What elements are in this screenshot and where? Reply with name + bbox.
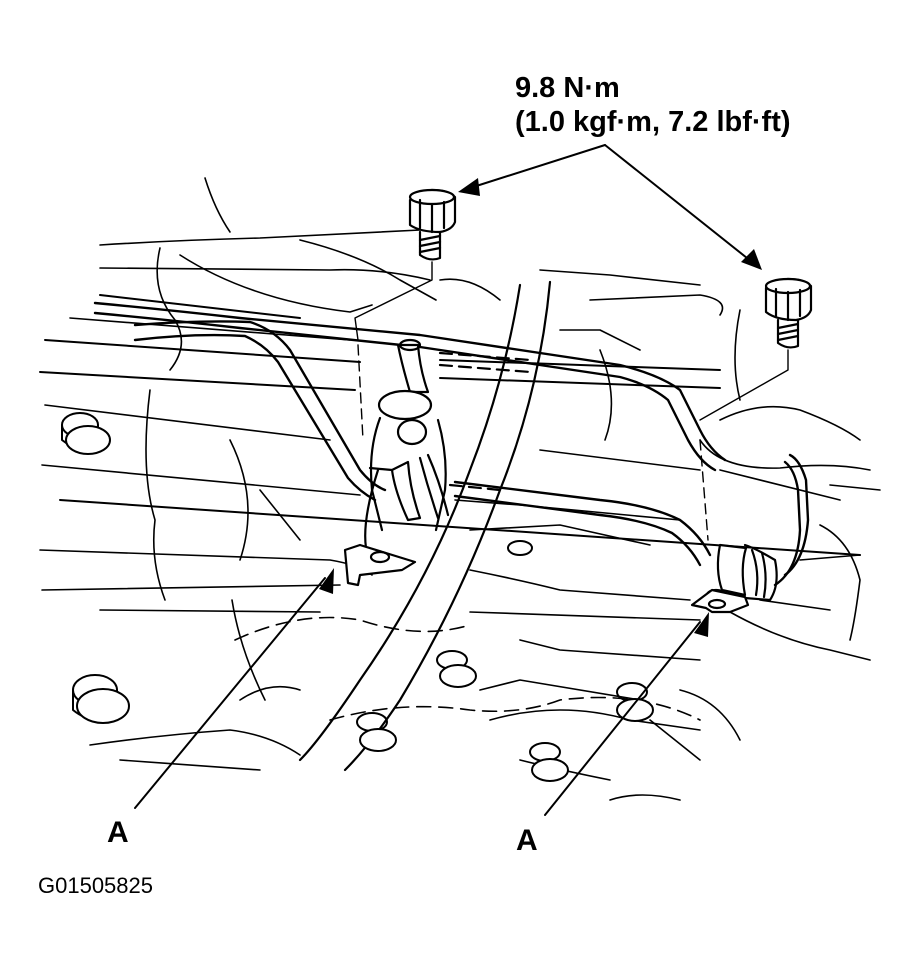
background-structure [39,177,881,801]
arrowhead-clamp-right [694,612,709,637]
callout-label-a-right: A [516,824,538,857]
arrowhead-clamp-left [319,568,334,594]
fluid-lines [93,301,810,587]
hidden-pipe-segments [438,351,532,492]
boss-3 [436,650,477,688]
boss-7 [507,540,533,556]
callout-a-leaders [134,577,701,816]
round-bosses [61,412,654,782]
boss-4 [356,712,397,752]
right-clamp [690,543,778,614]
bolt-right [764,277,813,349]
torque-leader-arrows [469,144,753,263]
callout-label-a-left: A [107,816,129,849]
frame-rail [298,280,552,772]
boss-1 [61,412,111,455]
bolt-axis-dashed [357,344,709,541]
bolt-left [408,188,457,261]
bolt-axis-lines [354,261,789,421]
boss-5 [529,742,569,782]
figure-id: G01505825 [38,873,153,898]
left-clamp [343,338,450,587]
torque-spec-line-1: 9.8 N·m [515,72,620,104]
torque-spec-line-2: (1.0 kgf·m, 7.2 lbf·ft) [515,106,791,138]
arrowhead-bolt-left [458,178,480,196]
arrowheads [319,178,762,637]
arrowhead-bolt-right [741,249,762,270]
boss-2 [72,674,130,724]
